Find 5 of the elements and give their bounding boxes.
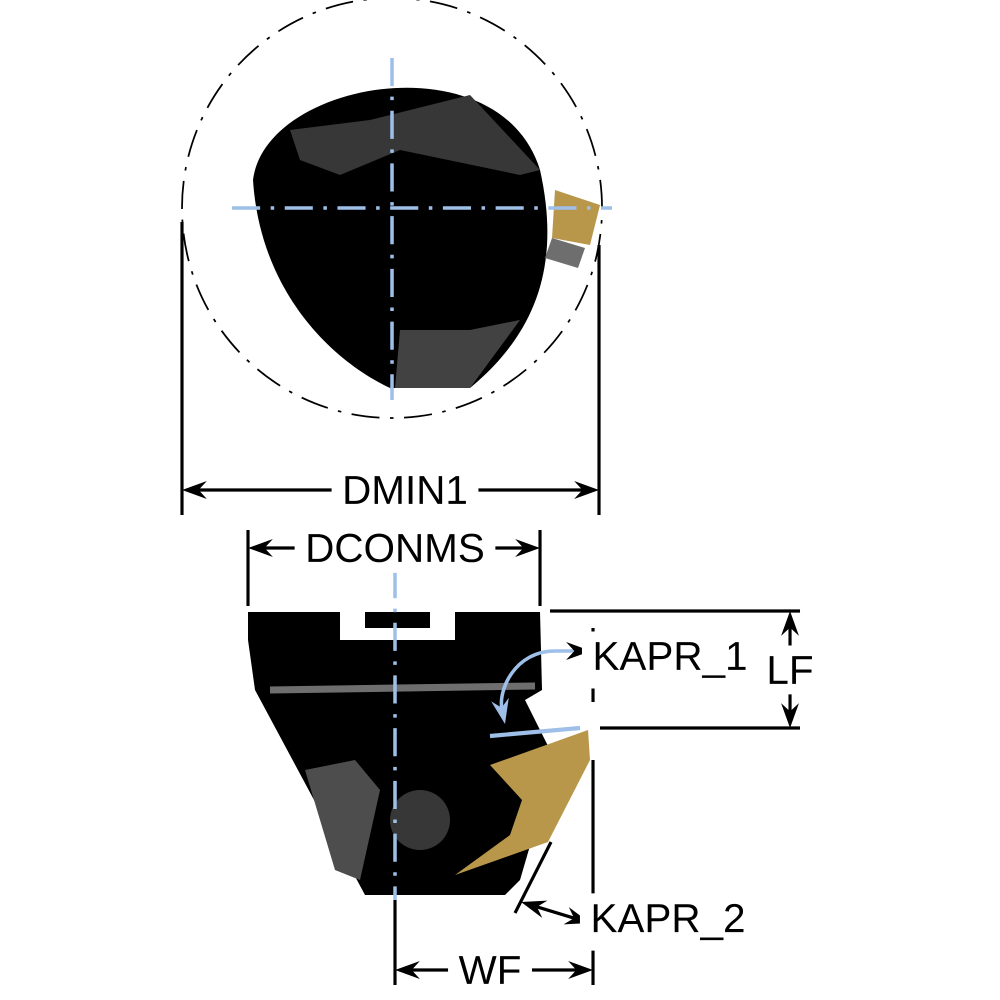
dimension-label: LF: [756, 646, 824, 694]
dimension-label: DMIN1: [332, 466, 478, 514]
dimension-label: WF: [448, 946, 532, 994]
dimension-label: KAPR_2: [580, 893, 756, 951]
dimension-label: DCONMS: [294, 523, 496, 573]
